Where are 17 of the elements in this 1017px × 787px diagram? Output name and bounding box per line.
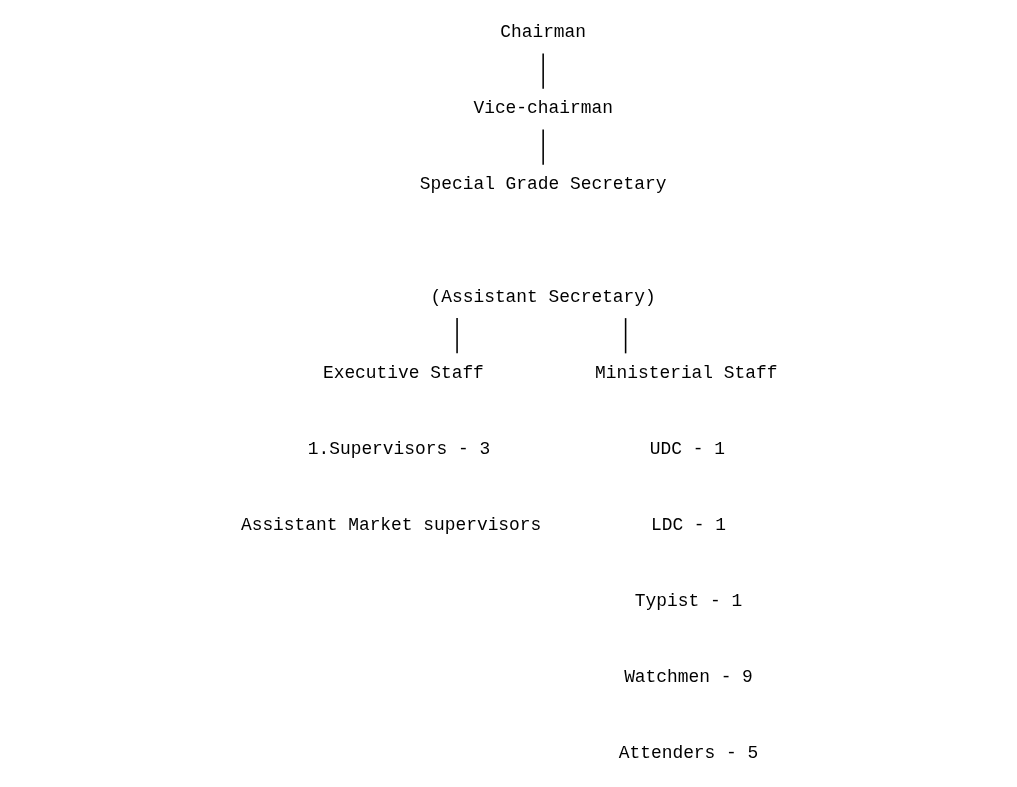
connector xyxy=(542,52,544,90)
node-text: Vice-chairman xyxy=(473,98,613,119)
label: UDC - 1 xyxy=(649,439,725,460)
connector xyxy=(456,317,458,355)
label: 1.Supervisors - 3 xyxy=(307,439,491,460)
label: Assistant Market supervisors xyxy=(240,515,542,536)
connector xyxy=(542,128,544,166)
label: Attenders - 5 xyxy=(618,743,759,764)
connector xyxy=(624,317,627,355)
label: Watchmen - 9 xyxy=(624,667,753,688)
label: LDC - 1 xyxy=(650,515,727,536)
node-text: Ministerial Staff xyxy=(595,363,778,384)
node-text: Special Grade Secretary xyxy=(419,174,667,195)
node-text: Executive Staff xyxy=(322,363,484,384)
label: Typist - 1 xyxy=(634,591,743,612)
node-text: Chairman xyxy=(500,22,587,43)
node-text: (Assistant Secretary) xyxy=(430,287,656,307)
